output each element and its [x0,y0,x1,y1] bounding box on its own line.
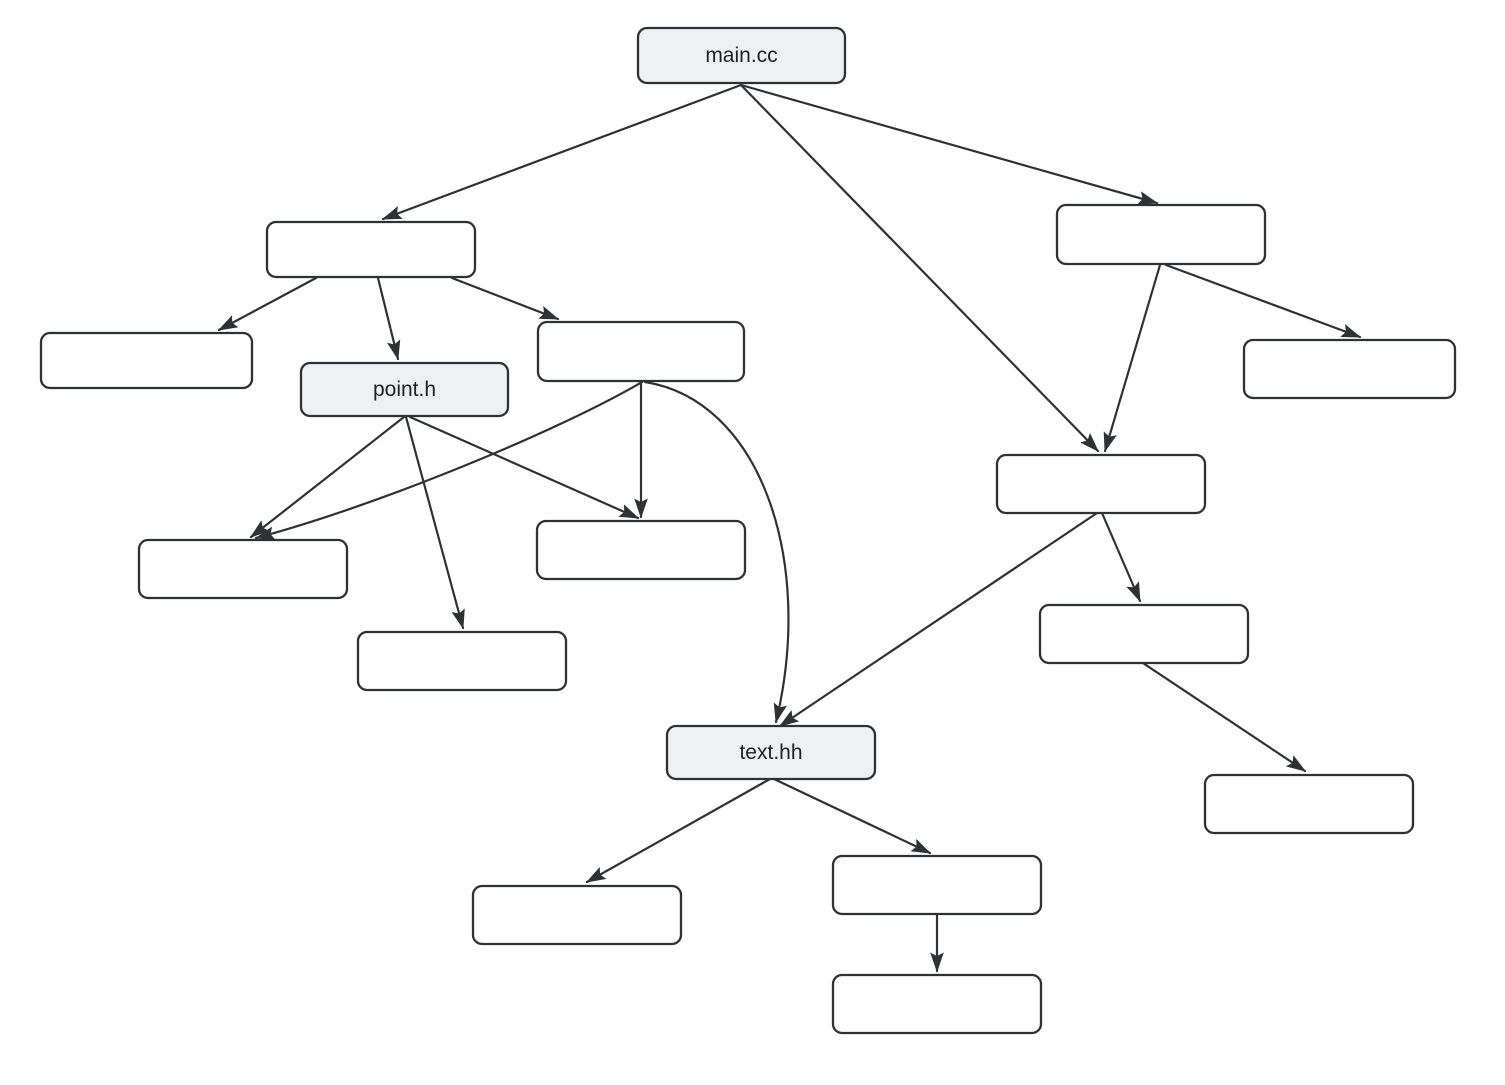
edge-n_a-to-n_d [450,276,560,321]
edge-n_main-to-n_a [381,83,743,221]
node-n_l[interactable] [471,884,683,946]
node-n_b[interactable] [1055,203,1267,266]
edge-n_point-to-n_h [408,415,640,520]
edge-n_i-to-n_k [1141,661,1307,773]
node-n_i[interactable] [1038,603,1250,665]
node-box[interactable] [636,26,847,85]
edge-n_point-to-n_j [404,415,465,630]
node-box[interactable] [995,453,1207,515]
node-n_g[interactable] [137,538,349,600]
node-box[interactable] [471,884,683,946]
node-box[interactable] [39,331,254,390]
edge-n_main-to-n_f [739,83,1100,453]
node-box[interactable] [831,854,1043,916]
node-n_h[interactable] [535,519,747,581]
edge-n_d-to-n_text [643,380,790,724]
edge-n_f-to-n_i [1100,511,1142,603]
node-n_m[interactable] [831,854,1043,916]
node-box[interactable] [265,220,477,279]
node-box[interactable] [1038,603,1250,665]
node-n_e[interactable] [1242,338,1457,400]
node-n_f[interactable] [995,453,1207,515]
node-box[interactable] [299,361,510,418]
node-n_j[interactable] [356,630,568,692]
edge-n_b-to-n_e [1164,263,1362,339]
edge-n_a-to-n_c [217,276,318,332]
nodes-layer: main.cc point.h text.hh [39,26,1457,1035]
edges-layer [217,83,1362,973]
node-box[interactable] [535,519,747,581]
node-n_text-text-hh[interactable]: text.hh [665,724,877,781]
edge-n_main-to-n_b [739,83,1159,205]
node-n_d[interactable] [536,320,746,383]
edge-n_a-to-n_point [376,276,401,361]
node-n_a[interactable] [265,220,477,279]
node-box[interactable] [1203,773,1415,835]
node-n_n[interactable] [831,973,1043,1035]
node-box[interactable] [1242,338,1457,400]
edge-n_point-to-n_g [249,415,406,539]
node-n_point-point-h[interactable]: point.h [299,361,510,418]
node-box[interactable] [356,630,568,692]
node-n_k[interactable] [1203,773,1415,835]
node-box[interactable] [665,724,877,781]
node-box[interactable] [137,538,349,600]
node-n_main-main-cc[interactable]: main.cc [636,26,847,85]
node-box[interactable] [536,320,746,383]
edge-n_text-to-n_l [585,777,772,884]
edge-n_text-to-n_m [772,777,932,855]
edge-n_b-to-n_f [1103,263,1162,453]
edge-n_d-to-n_g [254,380,644,540]
edge-n_f-to-n_text [778,511,1099,728]
node-box[interactable] [1055,203,1267,266]
node-box[interactable] [831,973,1043,1035]
node-n_c[interactable] [39,331,254,390]
